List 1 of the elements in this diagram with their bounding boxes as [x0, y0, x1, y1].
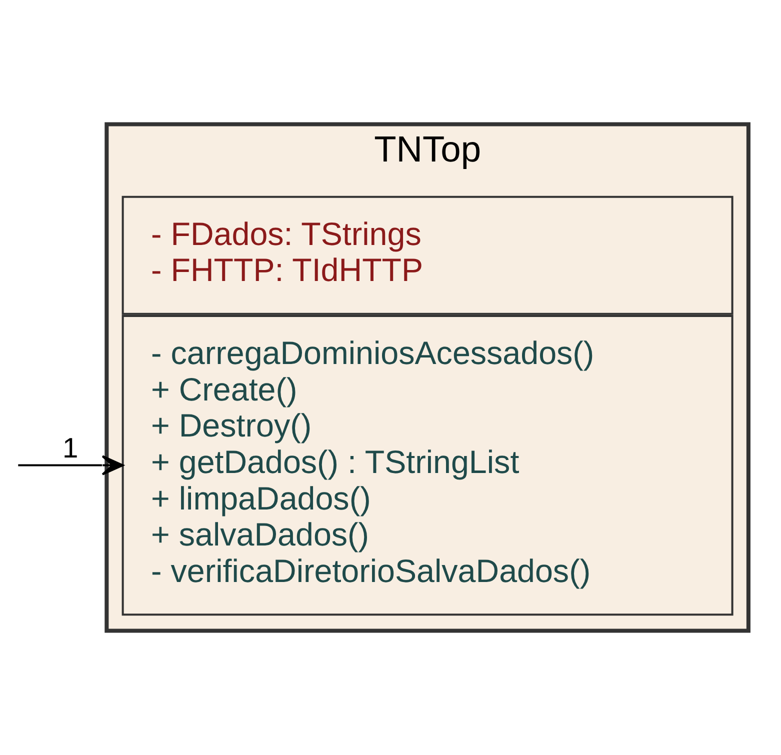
edge-label: 1 — [62, 432, 78, 464]
